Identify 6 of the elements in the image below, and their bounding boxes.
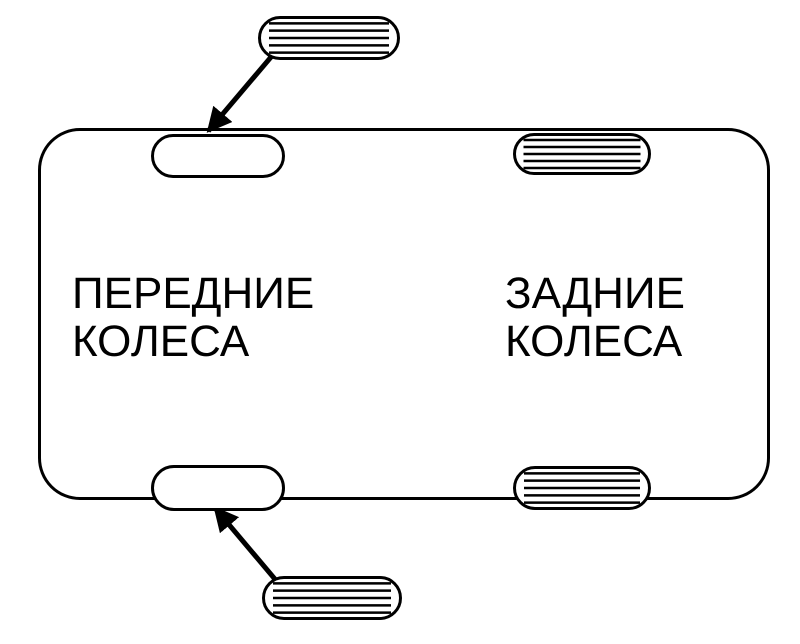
- tire: [258, 16, 400, 60]
- empty-wheel-position: [151, 134, 285, 178]
- wheel-group-label: ПЕРЕДНИЕ КОЛЕСА: [72, 270, 316, 366]
- tire: [513, 133, 651, 175]
- tire: [262, 576, 402, 620]
- wheel-group-label: ЗАДНИЕ КОЛЕСА: [505, 270, 686, 366]
